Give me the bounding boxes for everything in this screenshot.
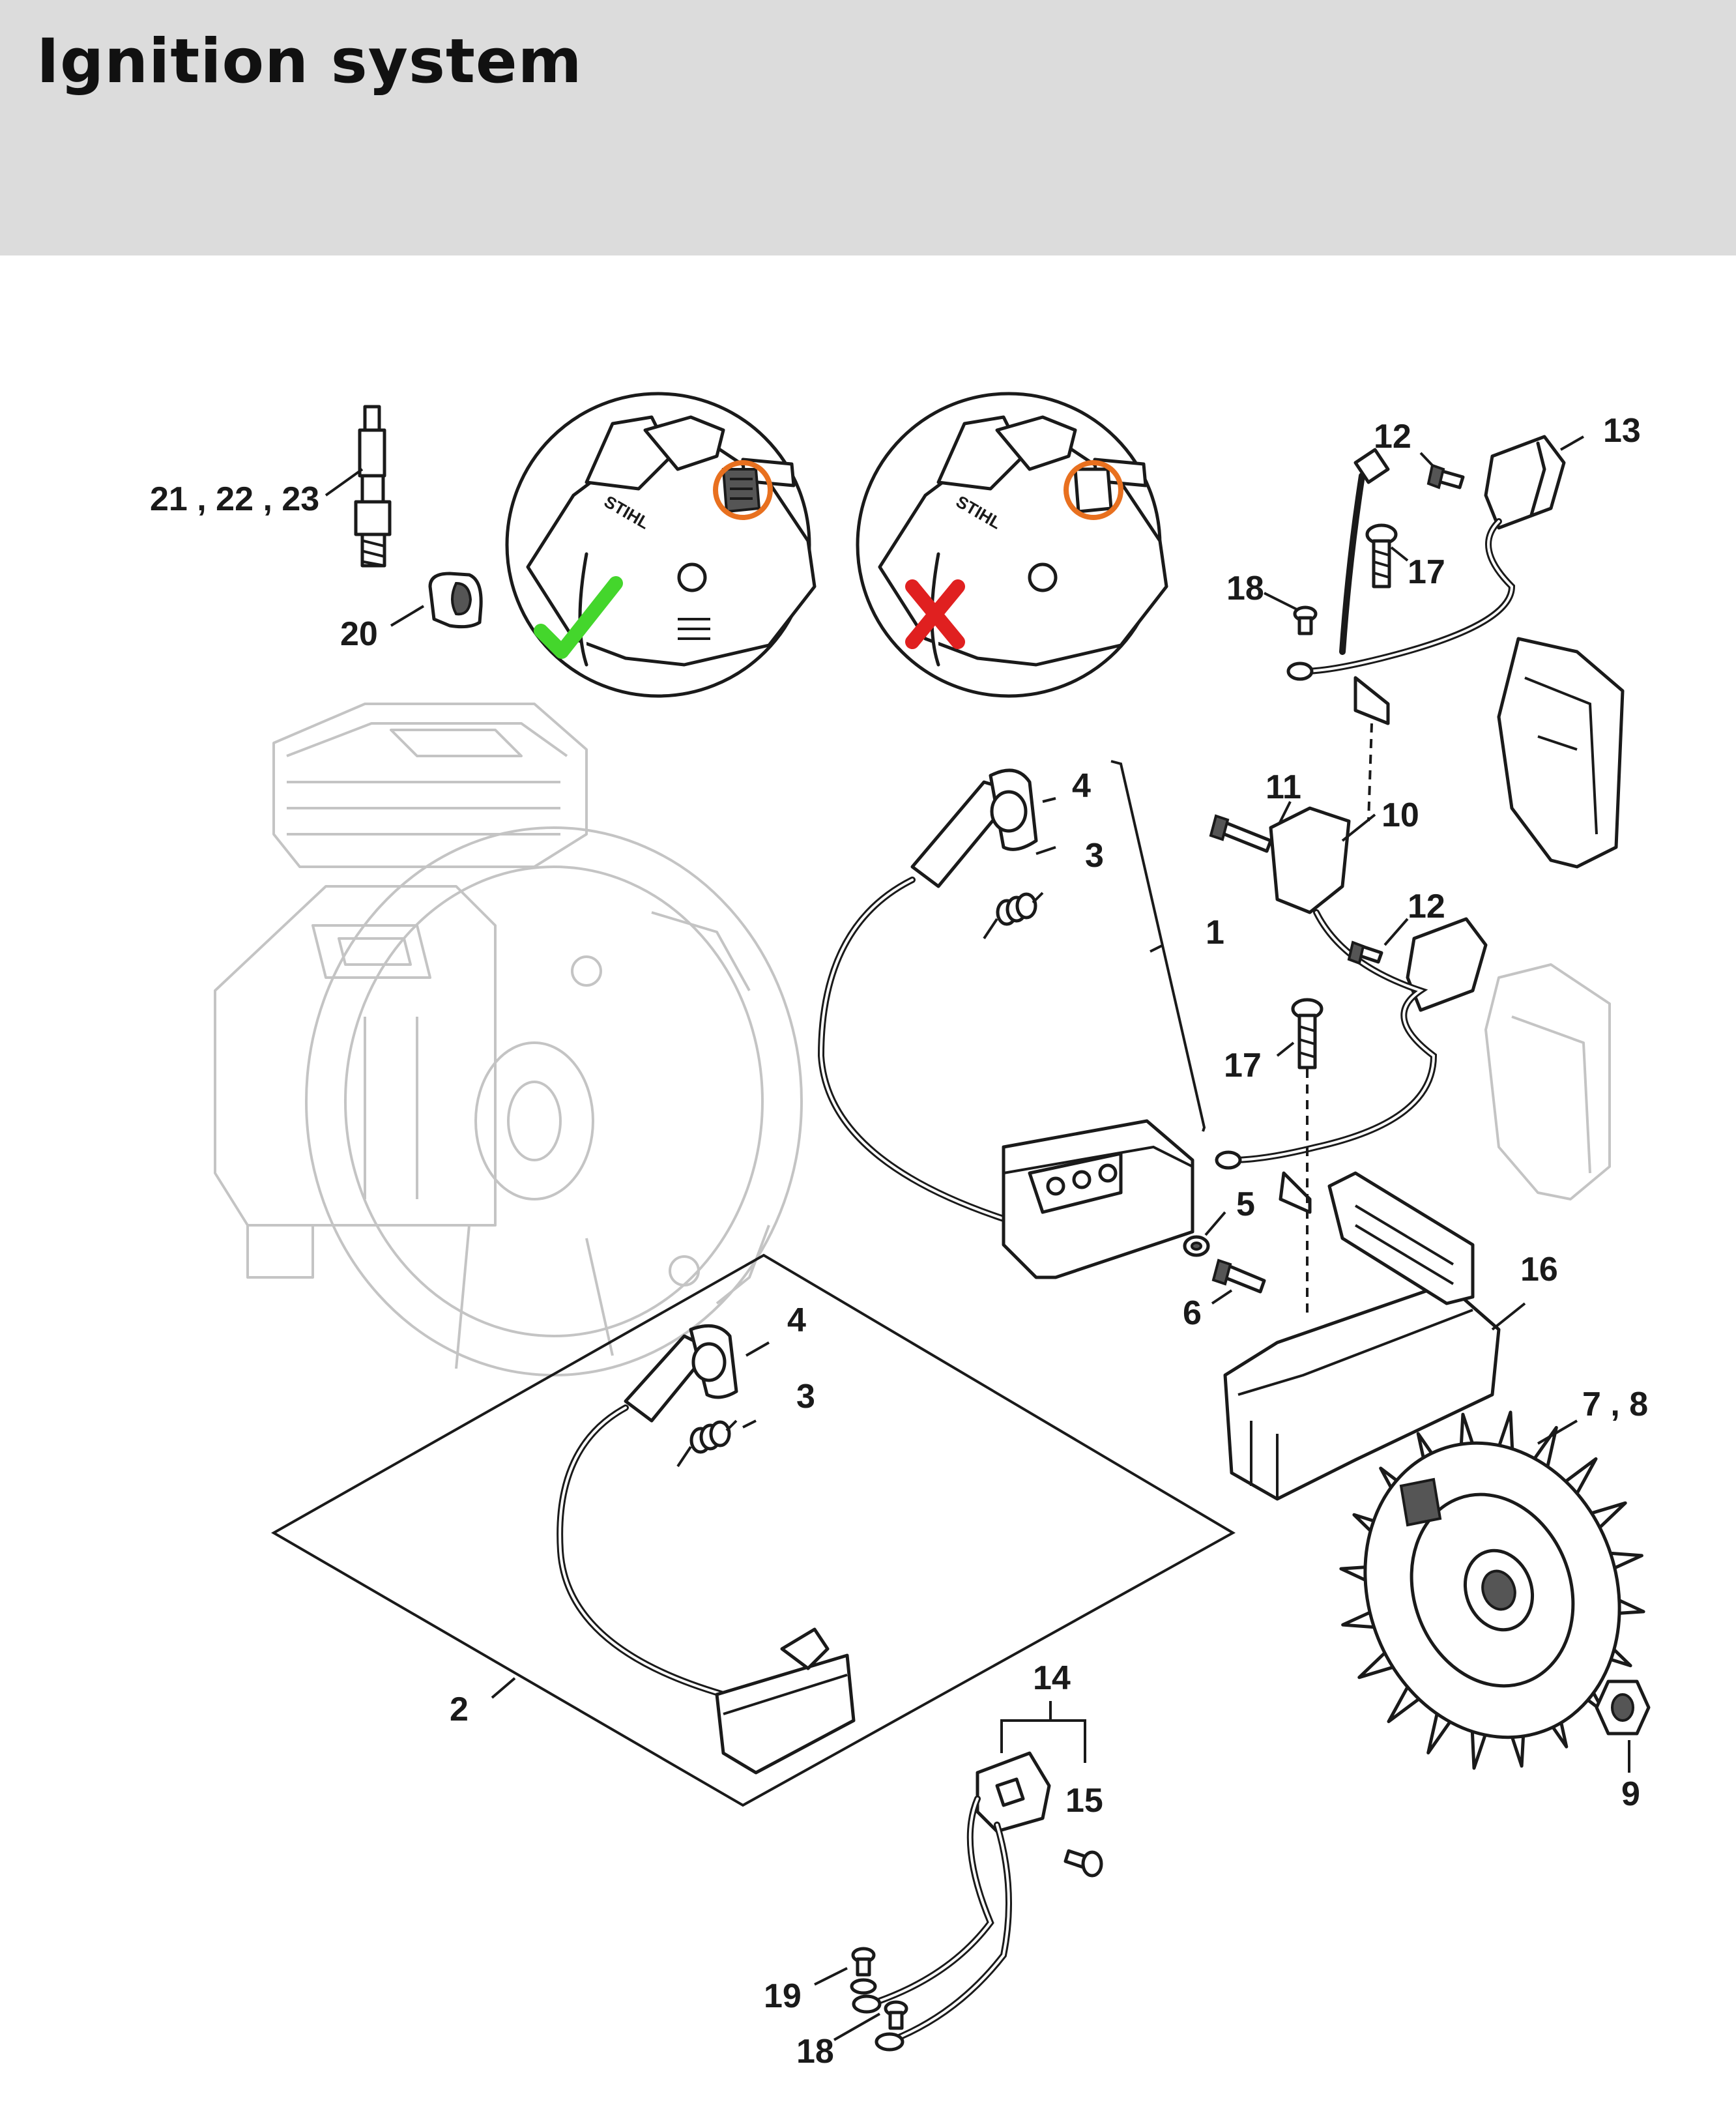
leader-lines	[325, 435, 1630, 2041]
highlight-ring	[713, 460, 773, 520]
callout-13: 13	[1603, 412, 1641, 450]
inset-incorrect: STIHL	[856, 392, 1168, 698]
screw-19	[850, 1947, 877, 1995]
ignition-module-kit-box	[270, 1253, 1236, 1807]
spark-plug	[354, 405, 392, 568]
switch-harness-lower	[1215, 806, 1488, 1214]
carrier	[1223, 1171, 1501, 1501]
parts-diagram: STIHL STIHL	[0, 255, 1736, 2122]
header-bar: Ignition system	[0, 0, 1736, 255]
spring-lower	[676, 1419, 738, 1468]
handle-housing-ghost	[1484, 963, 1611, 1200]
callout-1: 1	[1206, 914, 1224, 952]
screw-18-lower	[884, 2000, 908, 2030]
screw-15	[1063, 1849, 1103, 1878]
highlight-ring	[1063, 460, 1123, 520]
screw-6	[1211, 1258, 1266, 1294]
spark-plug-boot	[428, 572, 483, 629]
callout-17-upper: 17	[1408, 553, 1445, 591]
callout-15: 15	[1065, 1782, 1103, 1820]
cross-mark-icon	[905, 579, 965, 649]
callout-10: 10	[1382, 796, 1419, 834]
page-title: Ignition system	[36, 26, 583, 97]
callout-12-lower: 12	[1408, 888, 1445, 925]
check-mark-icon	[534, 576, 623, 659]
callout-3-lower: 3	[796, 1378, 815, 1416]
callout-4-upper: 4	[1072, 767, 1091, 805]
callout-6: 6	[1183, 1294, 1202, 1332]
screw-17-upper	[1365, 523, 1398, 589]
callout-20: 20	[340, 615, 378, 653]
callout-9: 9	[1621, 1775, 1640, 1813]
callout-19: 19	[764, 1977, 802, 2015]
callout-17-lower: 17	[1224, 1047, 1262, 1084]
callout-18-lower: 18	[796, 2033, 834, 2071]
screw-18-upper	[1293, 605, 1318, 635]
engine-ghost	[214, 703, 803, 1376]
inset-correct: STIHL	[505, 392, 817, 698]
flywheel	[1339, 1410, 1645, 1770]
callout-11: 11	[1266, 768, 1301, 806]
spring-upper	[983, 892, 1044, 940]
callout-2: 2	[450, 1691, 469, 1728]
ignition-module-upper	[817, 768, 1194, 1279]
washer-5	[1183, 1235, 1210, 1257]
screw-11	[1209, 814, 1273, 853]
callout-14: 14	[1033, 1659, 1071, 1697]
callout-16: 16	[1520, 1251, 1558, 1288]
callout-18-upper: 18	[1226, 570, 1264, 607]
callout-4-lower: 4	[787, 1301, 806, 1339]
screw-12-upper	[1426, 463, 1465, 489]
callout-5: 5	[1236, 1185, 1255, 1223]
callout-3-upper: 3	[1085, 837, 1104, 875]
screw-12-lower	[1347, 940, 1383, 965]
callout-labels: 21 , 22 , 23 20 12 13 17 18 4 3 1 11 10 …	[150, 412, 1648, 2071]
callout-12-upper: 12	[1374, 418, 1411, 456]
switch-harness-upper	[1286, 435, 1566, 822]
callout-21-22-23: 21 , 22 , 23	[150, 480, 319, 518]
screw-17-lower	[1291, 998, 1324, 1316]
callout-7-8: 7 , 8	[1582, 1386, 1648, 1423]
flywheel-nut	[1595, 1679, 1651, 1736]
short-circuit-wire	[852, 1751, 1051, 2052]
handle-housing	[1497, 637, 1625, 869]
